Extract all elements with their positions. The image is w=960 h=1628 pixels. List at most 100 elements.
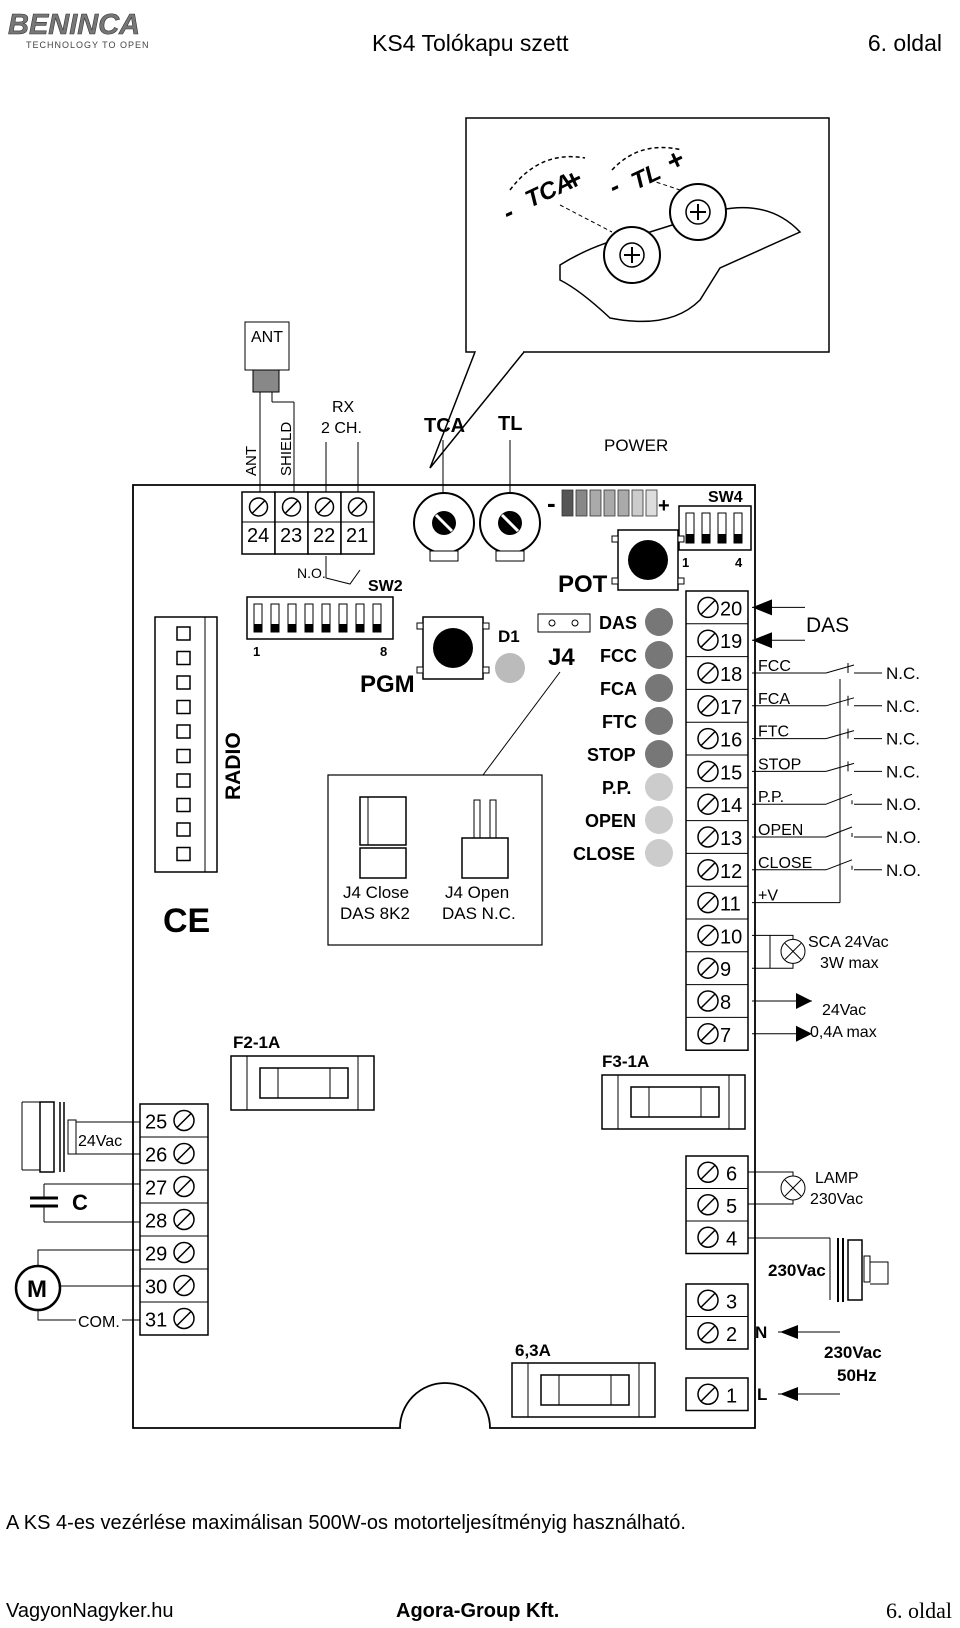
capacitor-label: C [72,1190,88,1215]
das-8k2-label: DAS 8K2 [340,904,410,923]
terminal-25-label: 25 [145,1112,167,1134]
power-segment [561,489,574,517]
pgm-label: PGM [360,671,415,698]
led-fcc [645,641,673,669]
radio-pin [176,748,191,764]
tca-label: TCA [424,415,465,437]
j4-detail-box: J4 Close DAS 8K2 J4 Open DAS N.C. [327,774,543,946]
terminal-11-label: 11 [720,894,741,916]
sw2-dip-switch [246,596,394,640]
sca-label-1: SCA 24Vac [808,934,889,951]
contact-type-3: N.C. [886,762,920,781]
ant-vertical-label: ANT [243,446,260,476]
power-segment [589,489,602,517]
beninca-logo: BENINCA TECHNOLOGY TO OPEN [8,9,150,50]
terminal-16-label: 16 [720,730,742,752]
terminal-3-label: 3 [726,1291,737,1313]
led-label-open: OPEN [585,811,636,831]
fuse-f2 [230,1055,375,1111]
logo-tagline: TECHNOLOGY TO OPEN [26,40,150,50]
input-label-2: FTC [758,724,789,741]
out-24v-label-1: 24Vac [822,1002,866,1019]
d1-led [495,653,525,683]
contact-type-4: N.O. [886,795,921,814]
j4-jumper [537,613,591,633]
radio-pin [176,773,191,788]
out-24v-label-2: 0,4A max [810,1024,877,1041]
sw4-label: SW4 [708,489,743,506]
radio-pin [176,650,191,666]
terminal-4-label: 4 [726,1228,737,1250]
power-segment [645,489,658,517]
radio-pin [176,822,191,837]
radio-pin [176,724,191,739]
contact-type-6: N.O. [886,861,921,880]
power-segment [617,489,630,517]
radio-label: RADIO [222,732,245,800]
led-pp [645,773,673,801]
power-segment [575,489,588,517]
input-label-6: CLOSE [758,855,812,872]
terminal-21-label: 21 [346,525,368,547]
power-plus: + [658,495,670,517]
sw2-last: 8 [380,644,387,659]
rx-label: RX [332,399,355,416]
terminal-5-label: 5 [726,1196,737,1218]
caption: A KS 4-es vezérlése maximálisan 500W-os … [6,1512,686,1534]
input-label-7: +V [758,888,778,905]
terminal-9-label: 9 [720,959,731,981]
led-label-close: CLOSE [573,844,635,864]
no-label: N.O. [297,565,326,581]
sw2-first: 1 [253,644,260,659]
power-segment [603,489,616,517]
logo-text: BENINCA [8,9,140,41]
board-outline [132,484,756,1429]
led-label-pp: P.P. [602,778,631,798]
mains-wiring: N L 230Vac 50Hz [755,1323,882,1404]
j4-open-label: J4 Open [445,883,509,902]
f2-label: F2-1A [233,1033,280,1052]
contact-type-0: N.C. [886,664,920,683]
terminal-27-label: 27 [145,1178,167,1200]
led-label-fcc: FCC [600,646,637,666]
fuse-f3 [601,1074,746,1130]
terminal-19-label: 19 [720,631,742,653]
terminal-13-label: 13 [720,828,742,850]
l-label: L [757,1385,767,1404]
led-label-ftc: FTC [602,712,637,732]
wiring-diagram: - TCA + - TL + ANT ANT SHIELD RX 2 CH. 2… [14,117,921,1429]
sca-label-2: 3W max [820,955,879,972]
terminal-30-label: 30 [145,1277,167,1299]
radio-pin [176,846,191,862]
terminal-15-label: 15 [720,762,742,784]
input-label-3: STOP [758,756,801,773]
rx-channels-label: 2 CH. [321,420,362,437]
ce-mark: CE [163,902,210,940]
terminal-26-label: 26 [145,1145,167,1167]
terminal-31-label: 31 [145,1310,167,1332]
terminal-block-power: 321 [685,1283,749,1412]
radio-pin [176,675,191,690]
das-input-label: DAS [806,614,849,637]
terminal-8-label: 8 [720,992,731,1014]
lamp-wiring: LAMP 230Vac 230Vac [748,1170,889,1302]
radio-pin [176,699,191,715]
footer-website: VagyonNagyker.hu [6,1600,174,1622]
contact-type-2: N.C. [886,730,920,749]
radio-pin [176,797,191,813]
contact-type-5: N.O. [886,828,921,847]
mains-label-2: 50Hz [837,1366,877,1385]
terminal-29-label: 29 [145,1244,167,1266]
power-bar [561,489,658,517]
com-label: COM. [78,1314,120,1331]
main-fuse-label: 6,3A [515,1341,551,1360]
tca-trimmer [413,492,475,562]
j4-label: J4 [548,644,575,671]
tl-trimmer [479,492,541,562]
terminal-10-label: 10 [720,926,742,948]
terminal-20-label: 20 [720,598,742,620]
